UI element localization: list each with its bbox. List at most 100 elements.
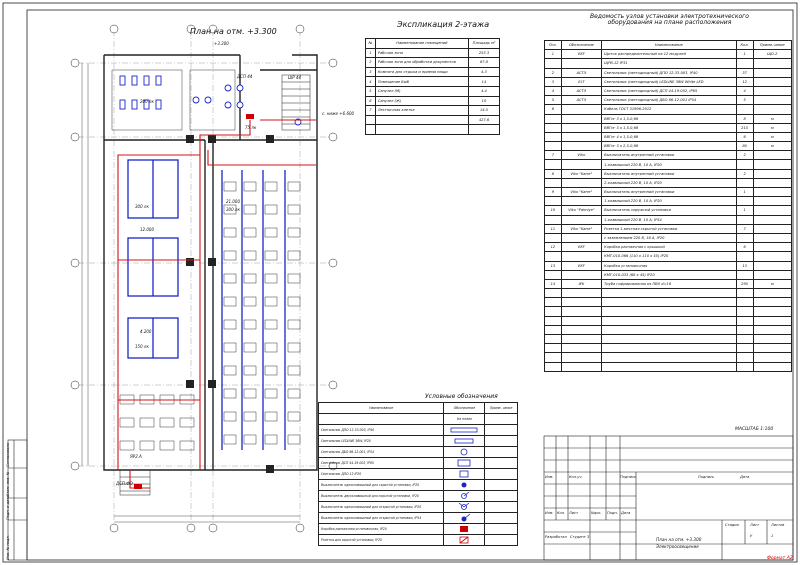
plan-annotation: ЯР2.А	[130, 454, 142, 459]
legend-title: Условные обозначения	[425, 393, 498, 400]
statement-header: Поз.	[544, 39, 562, 51]
statement-header: Наименование	[601, 39, 737, 51]
table-row	[544, 288, 793, 299]
table-row: Выключатель одноклавишный для скрытой ус…	[317, 479, 518, 491]
table-row: Светильник ДСП 44-19-002, IP65	[317, 457, 518, 469]
format-label: Формат А2	[767, 556, 793, 561]
dimension-lines	[81, 63, 300, 523]
table-row: Светильник ДПО 12-33-003, IP40	[317, 424, 518, 436]
explication-header: №	[365, 38, 376, 49]
statement-title: Ведомость узлов установки электротехниче…	[590, 14, 749, 26]
axis-bubbles	[70, 24, 338, 533]
statement-header: Кол.	[735, 39, 754, 51]
stamp-cell: Дата	[621, 511, 631, 515]
distribution-panels	[134, 114, 254, 489]
stamp-cell: У	[750, 534, 753, 538]
table-row	[544, 343, 793, 354]
table-row: ЩРВ-12 IP31	[544, 58, 793, 69]
legend-header: Приме- чание	[484, 402, 518, 414]
table-row	[544, 315, 793, 326]
table-row: Выключатель двухклавишный для скрытой ус…	[317, 490, 518, 502]
table-row: Коробка распаячная установочная, IP20	[317, 523, 518, 535]
table-row	[544, 361, 793, 372]
table-row: 1-клавишный 220 В, 10 А, IP20	[544, 159, 793, 170]
stamp-cell: Подпись	[620, 475, 637, 479]
luminaires	[119, 75, 302, 126]
table-row: 2-клавишный 220 В, 10 А, IP20	[544, 177, 793, 189]
table-row: 1-клавишный 220 В, 10 А, IP20	[544, 196, 793, 207]
binding-strip-label: Инв. № подл.	[6, 535, 10, 560]
table-row: Выключатель одноклавишный для открытой у…	[317, 501, 518, 513]
legend-header: Обозначение	[443, 402, 486, 414]
sheet-description-line2: Электроосвещение	[656, 544, 699, 549]
stamp-cell: Подп.	[607, 511, 618, 515]
stamp-cell: Изм.	[545, 475, 554, 479]
plan-annotation: 300 лк	[135, 204, 149, 209]
stamp-cell: Лист	[569, 511, 579, 515]
stamp-cell: Студент 3	[570, 535, 590, 539]
plan-annotation: ДСП.ФО	[116, 481, 133, 486]
plan-annotation: +3.300	[214, 41, 229, 46]
plan-annotation: 75 лк	[245, 125, 257, 130]
plan-annotation: ДСП 44	[237, 74, 253, 79]
binding-strip-label: Согласовано	[6, 442, 10, 467]
stamp-cell: Разработал	[545, 535, 567, 539]
plan-annotation: 4.200	[140, 329, 152, 334]
statement-title-line2: оборудования на плане расположения	[607, 19, 732, 26]
statement-header: Обозначение	[560, 39, 603, 51]
table-row: Выключатель одноклавишный для открытой у…	[317, 512, 518, 524]
plan-annotation: 12.000	[140, 227, 154, 232]
plan-annotation: 300 лк	[226, 207, 240, 212]
table-row: Светильник ДПО 12 IP20	[317, 468, 518, 480]
binding-strip	[7, 439, 28, 561]
lighting-groups	[127, 159, 286, 450]
explication-header: Наименование помещений	[374, 38, 469, 49]
stamp-cell: Стадия	[725, 523, 739, 527]
table-row: КМТ-010-066 (110 х 110 х 55) IP20	[544, 251, 793, 262]
stamp-cell: 1	[771, 534, 774, 538]
stamp-cell: Изм.	[545, 511, 554, 515]
statement-title-line1: Ведомость узлов установки электротехниче…	[590, 13, 749, 20]
table-row: На плане	[317, 413, 518, 425]
legend-table: Наименование Обозначение Приме- чание На…	[317, 402, 518, 546]
table-row	[544, 333, 793, 345]
legend-header: Наименование	[317, 402, 445, 414]
table-row: КМТ-010-033 (68 х 45) IP20	[544, 269, 793, 280]
stamp-cell: Кол.уч.	[569, 475, 583, 479]
power-cables	[117, 119, 316, 489]
table-row: Светильник LEDLINE 36W, IP20	[317, 435, 518, 447]
table-row	[544, 306, 793, 317]
stamp-cell: Кол.	[557, 511, 566, 515]
explication-title: Экспликация 2-этажа	[397, 20, 490, 29]
stamp-cell: Лист	[750, 523, 760, 527]
plan-annotation: ШР 44	[288, 75, 302, 80]
table-row: 1-клавишный 220 В, 10 А, IP54	[544, 214, 793, 225]
workstations	[111, 69, 301, 451]
plan-annotation: 150 лк	[135, 344, 149, 349]
table-row	[544, 352, 793, 363]
plan-title: План на отм. +3.300	[190, 27, 277, 36]
